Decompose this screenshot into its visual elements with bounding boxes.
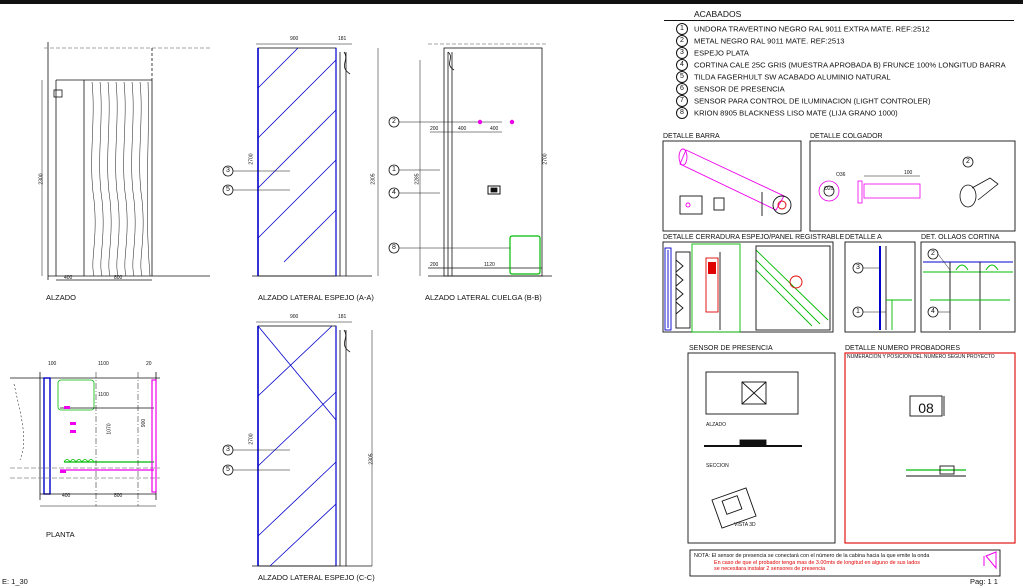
title-probadores: DETALLE NUMERO PROBADORES (845, 345, 961, 352)
callout-leaders (233, 170, 951, 471)
title-lateral-bb: ALZADO LATERAL CUELGA (B-B) (425, 293, 542, 302)
dim-400-bb1: 400 (458, 126, 467, 132)
dim-020: O20 (824, 186, 834, 192)
callout-2b: 2 (966, 158, 970, 165)
sensor-seccion-label: SECCION (706, 463, 729, 469)
callout-3: 3 (226, 167, 230, 174)
dim-100-colg: 100 (904, 170, 913, 176)
callout-4: 4 (392, 189, 396, 196)
callout-5: 5 (226, 186, 230, 193)
colgador-detail (818, 175, 999, 208)
lateral-cc-view (252, 321, 373, 567)
dim-2285: 2285 (414, 173, 421, 185)
note-sensor-icon (983, 551, 997, 570)
dim-20-pl: 20 (146, 361, 152, 367)
lateral-bb-view (398, 43, 552, 277)
note-line-2: En caso de que el probador tenga mas de … (714, 560, 920, 566)
lateral-aa-hatch (257, 47, 337, 263)
title-sensor: SENSOR DE PRESENCIA (689, 345, 773, 352)
dim-1070-pl: 1070 (106, 423, 113, 435)
callout-2: 2 (392, 118, 396, 125)
sensor-vista-label: VISTA 3D (734, 522, 756, 528)
title-detalle-a: DETALLE A (845, 234, 882, 241)
title-detalle-barra: DETALLE BARRA (663, 133, 720, 140)
note-line-3: se necesitara instalar 2 sensores de pre… (714, 566, 826, 572)
dim-2700-cc: 2700 (248, 433, 255, 445)
callout-5b: 5 (226, 466, 230, 473)
callout-2c: 2 (931, 250, 935, 257)
dim-1120: 1120 (484, 262, 495, 268)
dim-181-aa: 181 (338, 36, 347, 42)
cerradura-detail (664, 243, 831, 333)
callout-8: 8 (392, 244, 396, 251)
dim-800-alz: 800 (114, 275, 123, 281)
subtitle-probadores: NUMERACION Y POSICION DEL NUMERO SEGUN P… (847, 354, 995, 360)
detalle-a (879, 246, 912, 330)
barra-detail (678, 148, 792, 216)
title-lateral-cc: ALZADO LATERAL ESPEJO (C-C) (258, 573, 375, 582)
planta-view (10, 372, 160, 507)
lateral-aa-view (252, 43, 379, 277)
dim-2305: 2305 (370, 173, 377, 185)
sensor-detail (704, 371, 802, 529)
dim-1100-pl: 1100 (98, 361, 109, 367)
title-alzado: ALZADO (46, 293, 77, 302)
callouts (222, 116, 974, 476)
dim-200-bb2: 200 (430, 262, 439, 268)
alzado-view (41, 42, 210, 281)
dim-2305-cc: 2305 (368, 453, 375, 465)
detail-frames (662, 140, 1016, 577)
callout-4b: 4 (931, 308, 935, 315)
title-detalle-colgador: DETALLE COLGADOR (810, 133, 883, 140)
footer-page: Pag: 1 1 (970, 577, 998, 586)
title-ollaos: DET. OLLAOS CORTINA (921, 234, 1000, 241)
lateral-cc-hatch (257, 325, 337, 567)
dim-400-alz: 400 (64, 275, 73, 281)
sensor-alzado-label: ALZADO (706, 422, 727, 428)
dim-2700-aa: 2700 (248, 153, 255, 165)
dim-181-cc: 181 (338, 314, 347, 320)
callout-1: 1 (392, 166, 396, 173)
dim-200-bb: 200 (430, 126, 439, 132)
note-line-1: NOTA: El sensor de presencia se conectar… (694, 553, 930, 559)
title-planta: PLANTA (46, 530, 75, 539)
dim-2300: 2300 (38, 173, 45, 185)
probador-number: 08 (918, 400, 934, 416)
probadores-detail (906, 395, 966, 477)
callout-1b: 1 (856, 308, 860, 315)
legend-title: ACABADOS (694, 9, 742, 19)
dim-100-pl: 100 (48, 361, 57, 367)
dim-036: O36 (836, 172, 846, 178)
dim-800-pl: 800 (114, 493, 123, 499)
title-detalle-cerradura: DETALLE CERRADURA ESPEJO/PANEL REGISTRAB… (663, 234, 845, 241)
dim-400-bb2: 400 (490, 126, 499, 132)
dim-900-aa: 900 (290, 36, 299, 42)
callout-3b: 3 (226, 446, 230, 453)
ollaos-detail (923, 261, 1013, 330)
dim-1100-pl2: 1100 (98, 392, 109, 398)
callout-3c: 3 (856, 264, 860, 271)
dim-900-pl: 900 (141, 418, 148, 428)
dim-900-cc: 900 (290, 314, 299, 320)
footer-scale: E: 1_30 (2, 577, 28, 586)
title-lateral-aa: ALZADO LATERAL ESPEJO (A-A) (258, 293, 374, 302)
dim-400-pl: 400 (62, 493, 71, 499)
dim-2700-bb: 2700 (542, 153, 549, 165)
legend-divider (664, 20, 1014, 21)
